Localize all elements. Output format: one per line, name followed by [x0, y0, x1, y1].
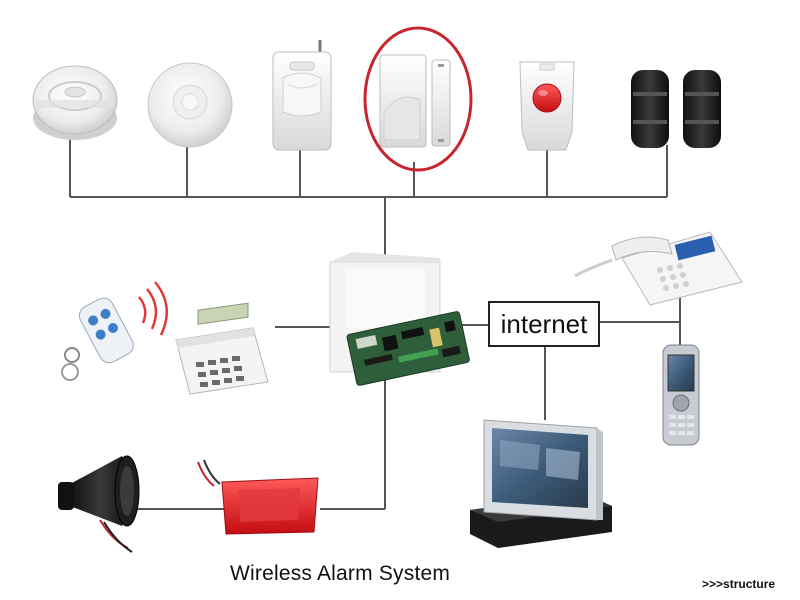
strobe-light-icon	[197, 459, 319, 535]
highlight-ring	[363, 26, 473, 172]
control-panel-board-icon	[329, 252, 470, 386]
pir-motion-sensor-icon	[272, 40, 332, 151]
siren-horn-icon	[58, 455, 140, 553]
infrared-beam-detector-icon	[631, 70, 721, 148]
internet-box: internet	[488, 301, 600, 347]
door-magnet-sensor-icon	[379, 54, 451, 148]
internet-label: internet	[500, 308, 588, 339]
telephone-icon	[574, 231, 743, 306]
remote-control-keyfob-icon	[61, 281, 168, 381]
lcd-keypad-icon	[175, 302, 269, 395]
ceiling-pir-sensor-icon	[147, 62, 233, 148]
diagram-caption: Wireless Alarm System	[230, 562, 451, 585]
structure-link[interactable]: >>>structure	[702, 577, 776, 591]
smoke-detector-icon	[32, 65, 118, 140]
panic-button-icon	[519, 61, 575, 151]
computer-monitor-icon	[470, 419, 612, 548]
mobile-phone-icon	[662, 344, 700, 446]
